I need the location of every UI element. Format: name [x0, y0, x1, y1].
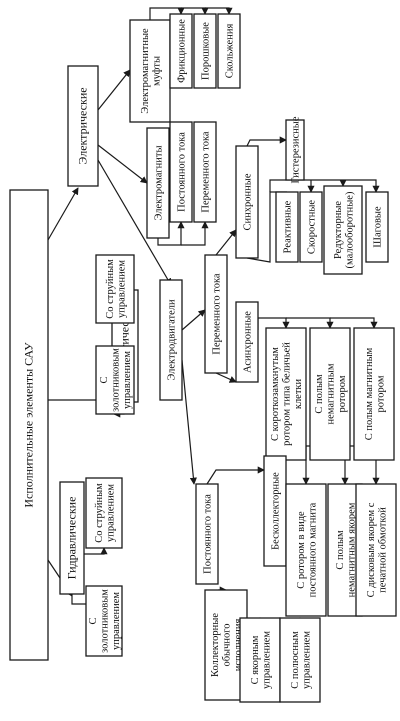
coupling-slip: Скольжения [217, 13, 241, 89]
async-hollow-nonmag-label: С полымнемагнитнымротором [314, 363, 348, 424]
connector-line [330, 317, 378, 329]
motors-node: Электродвигатели [159, 279, 183, 401]
ac-node-label: Переменного тока [212, 273, 223, 355]
collector-pole-label: С полюснымуправлением [290, 631, 313, 689]
connector-line [181, 7, 209, 15]
connector-line [181, 221, 209, 246]
collector-armature-label: С якорнымуправлением [250, 631, 273, 689]
pneumatic-jet-label: Со струйнымуправлением [105, 259, 128, 319]
coupling-powder-label: Порошковые [201, 22, 212, 80]
coupling-slip-label: Скольжения [225, 24, 236, 79]
dc-node: Постоянного тока [195, 483, 219, 585]
connector-line [205, 7, 233, 15]
connector-line [97, 144, 148, 184]
connector-line [286, 317, 334, 329]
async-squirrel-label: С короткозамкнутымротором типа беличьейк… [270, 342, 304, 446]
brushless-disc-label: С дисковым якорем спечатной обмоткой [366, 502, 389, 597]
hydraulic-spool: Сзолотниковымуправлением [85, 585, 123, 657]
async-squirrel: С короткозамкнутымротором типа беличьейк… [265, 327, 307, 461]
electric-node: Электрические [67, 65, 99, 187]
sync-speed: Скоростные [299, 191, 323, 263]
magnets-dc: Постоянного тока [169, 121, 193, 223]
connector-line [97, 69, 131, 111]
magnets-node: Электромагниты [146, 127, 170, 239]
connector-line [215, 372, 237, 383]
async-node: Асинхронные [235, 301, 259, 383]
brushless-node: Бесколлекторные [263, 455, 287, 567]
pneumatic-jet: Со струйнымуправлением [95, 254, 135, 324]
hydraulic-jet-label: Со струйнымуправлением [94, 483, 117, 543]
async-hollow-mag: С полым магнитнымротором [353, 327, 395, 461]
connector-line [215, 229, 237, 256]
couplings-node: Электромагнитныемуфты [129, 19, 171, 123]
diagram-nodes: Исполнительные элементы САУ Гидравлически… [9, 13, 397, 703]
pneumatic-spool-label: Сзолотниковымуправлением [99, 348, 133, 412]
sync-reducer: Редукторные(малооборотные) [323, 185, 363, 275]
sync-reactive-label: Реактивные [283, 200, 294, 253]
hysteresis-node-label: Гистерезисные [291, 116, 302, 183]
sync-stepper-label: Шаговые [373, 206, 384, 248]
connector-line [206, 466, 265, 485]
collector-pole: С полюснымуправлением [279, 617, 321, 703]
electric-node-label: Электрические [76, 87, 90, 164]
async-hollow-nonmag: С полымнемагнитнымротором [309, 327, 351, 461]
hydraulic-jet: Со струйнымуправлением [85, 477, 123, 549]
connector-line [181, 359, 197, 485]
magnets-dc-label: Постоянного тока [177, 132, 188, 212]
dc-node-label: Постоянного тока [203, 494, 214, 574]
hydraulic-spool-label: Сзолотниковымуправлением [88, 589, 122, 653]
connector-line [246, 136, 287, 147]
brushless-magnet: С ротором в видепостоянного магнита [285, 483, 327, 617]
sync-stepper: Шаговые [365, 191, 389, 263]
ac-node: Переменного тока [204, 254, 228, 374]
collector-armature: С якорнымуправлением [239, 617, 281, 703]
motors-node-label: Электродвигатели [167, 299, 178, 381]
magnets-ac-label: Переменного тока [201, 131, 212, 213]
brushless-magnet-label: С ротором в видепостоянного магнита [296, 502, 319, 597]
sync-node-label: Синхронные [243, 173, 254, 230]
hydraulic-node-label: Гидравлические [65, 497, 79, 580]
brushless-node-label: Бесколлекторные [271, 472, 282, 550]
connector-line [157, 221, 185, 246]
coupling-friction-label: Фрикционные [177, 19, 188, 83]
connector-line [47, 187, 79, 241]
magnets-node-label: Электромагниты [154, 145, 165, 220]
connector-line [269, 179, 380, 193]
async-node-label: Асинхронные [243, 311, 254, 373]
hydraulic-node: Гидравлические [59, 481, 85, 595]
sync-reactive: Реактивные [275, 191, 299, 263]
connector-line [181, 309, 206, 331]
sync-reducer-label: Редукторные(малооборотные) [333, 191, 356, 268]
coupling-friction: Фрикционные [169, 13, 193, 89]
coupling-powder: Порошковые [193, 13, 217, 89]
couplings-node-label: Электромагнитныемуфты [140, 28, 163, 114]
connector-line [97, 159, 172, 286]
sync-speed-label: Скоростные [307, 200, 318, 255]
hysteresis-node: Гистерезисные [285, 116, 305, 184]
pneumatic-spool: Сзолотниковымуправлением [95, 345, 135, 415]
magnets-ac: Переменного тока [193, 121, 217, 223]
async-hollow-mag-label: С полым магнитнымротором [364, 347, 387, 440]
connector-line [149, 7, 185, 20]
root-node: Исполнительные элементы САУ [9, 189, 49, 661]
brushless-hollow-label: С полымнемагнитным якорем [335, 502, 358, 597]
root-node-label: Исполнительные элементы САУ [22, 342, 36, 508]
brushless-disc: С дисковым якорем спечатной обмоткой [355, 483, 397, 617]
collector-node-label: Коллекторныеобычногоисполнения [210, 613, 244, 677]
sync-node: Синхронные [235, 145, 259, 259]
